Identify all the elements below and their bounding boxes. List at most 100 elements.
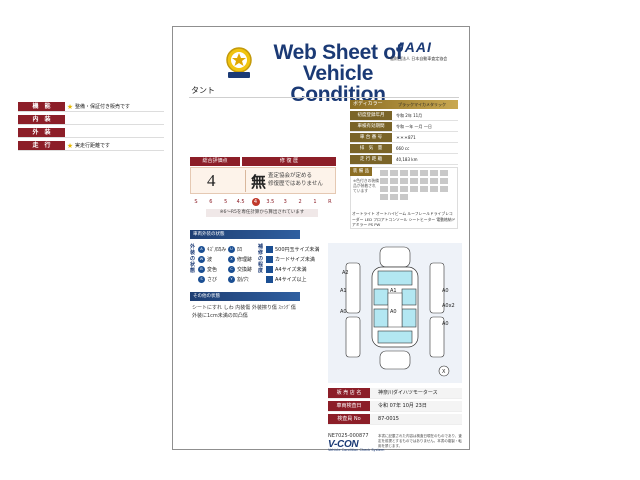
scale-item: 6: [209, 199, 213, 205]
equipment-panel: [350, 167, 458, 229]
scale-item: 2: [298, 199, 302, 205]
note-line: シートにすれ しわ 内装傷 外装擦り傷 ｽｯｼｸﾞ傷: [192, 305, 296, 311]
summary-row-exterior: 外 装: [18, 128, 164, 138]
summary-row-interior: 内 装: [18, 115, 164, 125]
body-color-row: ボディカラー ブラックマイカメタリック: [350, 100, 458, 109]
damage-label: A0: [390, 309, 397, 315]
legend-size-item: A4サイズ未満: [266, 266, 306, 273]
panel-front-right-door: [401, 288, 417, 306]
scale-item: 3: [283, 199, 287, 205]
scale-item: 1: [313, 199, 317, 205]
legend-symbol-icon: C: [228, 266, 235, 273]
dealer-row: 車両検査日 令和 07年 10月 23日: [328, 401, 462, 412]
legend-label: 修理跡: [237, 257, 253, 263]
grade-box: 4 無 査定協会が定める 修復歴ではありません: [190, 167, 336, 194]
legend-symbol-icon: Y: [228, 276, 235, 283]
summary-label: 走 行: [18, 141, 65, 150]
legend-size-item: カードサイズ未満: [266, 256, 315, 263]
equipment-cell: [400, 186, 408, 192]
summary-row-mileage: 走 行 ★ 実走行距離です: [18, 141, 164, 151]
vehicle-model: タント: [191, 86, 215, 95]
damage-label: A1: [390, 288, 397, 294]
legend-symbol-icon: U: [228, 246, 235, 253]
note-line: 外装に1cm未満の凹凸傷: [192, 313, 248, 319]
spec-row: 車検有効期間 令和 一年 一月 一日: [350, 122, 458, 132]
spec-row: 車 台 番 号 ＊＊＊871: [350, 133, 458, 143]
spec-value: ブラックマイカメタリック: [398, 102, 446, 107]
score-label: 総合評価点: [190, 157, 240, 166]
dealer-row: 検査員 No 87-0015: [328, 414, 462, 425]
jaai-logo: JAAI: [396, 39, 432, 55]
equipment-cell: [390, 194, 398, 200]
legend-symbol-icon: B: [198, 266, 205, 273]
damage-diagram: A2 A1 A1 A0 A0 A0 A0x2 A0 X: [328, 243, 462, 383]
jaai-subtitle: 一般財団法人 日本自動車査定協会: [386, 56, 448, 61]
equipment-text: オートライト オートハイビーム ルーフレールドライブレコーダー LED フロアト…: [352, 211, 456, 227]
legend-size-label: A4サイズ未満: [275, 267, 307, 273]
legend-vertical-left: 外装の状態: [190, 244, 196, 274]
v-con-seal-logo: [226, 47, 252, 78]
spec-row: 走 行 距 離 40,183 km: [350, 155, 458, 165]
scale-note: ※6〜R5を専任計算から算出されています: [206, 209, 318, 217]
dealer-value: 87-0015: [370, 414, 462, 424]
disclaimer: 本書に記載された内容は検査日現在のものであり、査定を前提とするものではありません…: [378, 434, 462, 448]
legend-label: 凹: [237, 247, 243, 253]
size-square-icon: [266, 246, 273, 253]
scale-item: S: [194, 199, 198, 205]
equipment-cell: [410, 186, 418, 192]
equipment-cell: [430, 178, 438, 184]
equipment-header: 装 備 品: [350, 167, 372, 176]
size-square-icon: [266, 276, 273, 283]
spec-value: 令和 2年 11月: [396, 113, 423, 118]
damage-label: A0: [442, 321, 449, 327]
spec-label: 初度登録年月: [350, 111, 392, 120]
summary-label: 機 能: [18, 102, 65, 111]
damage-label: A0: [442, 288, 449, 294]
size-square-icon: [266, 256, 273, 263]
equipment-cell: [390, 178, 398, 184]
dealer-label: 検査員 No: [328, 414, 370, 424]
divider: [245, 170, 246, 192]
equipment-cell: [380, 178, 388, 184]
vcon-subtitle: Vehicle Condition Check System: [328, 448, 385, 452]
car-diagram-svg: [345, 246, 450, 377]
legend-label: 割/穴: [237, 277, 249, 283]
sheet-number: NE7025-000877: [328, 433, 369, 439]
dealer-value: 神奈川ダイハツモータース: [370, 388, 462, 398]
equipment-cell: [390, 186, 398, 192]
damage-label: X: [442, 369, 446, 375]
equipment-cell: [400, 170, 408, 176]
repair-text: 査定協会が定める 修復歴ではありません: [268, 173, 323, 187]
dealer-label: 車両検査日: [328, 401, 370, 411]
spec-value: 660 cc: [396, 146, 410, 151]
spec-value: ＊＊＊871: [396, 135, 416, 140]
equipment-cell: [390, 170, 398, 176]
equipment-cell: [440, 178, 448, 184]
equipment-cell: [420, 186, 428, 192]
repair-mark: 無: [251, 175, 267, 191]
vcon-brand: V-CON: [328, 439, 359, 450]
star-icon: ★: [66, 141, 74, 150]
scale-item: 5: [224, 199, 228, 205]
scale-item: 4: [251, 198, 260, 206]
equipment-cell: [400, 194, 408, 200]
dealer-info: 販 売 店 名 神奈川ダイハツモータース 車両検査日 令和 07年 10月 23…: [328, 388, 462, 427]
legend-size-label: A4サイズ以上: [275, 277, 307, 283]
repair-label: 修 復 歴: [242, 157, 336, 166]
legend-label: 交換跡: [237, 267, 253, 273]
equipment-cell: [380, 170, 388, 176]
equipment-cell: [440, 170, 448, 176]
legend-label: 波: [207, 257, 213, 263]
summary-label: 外 装: [18, 128, 65, 137]
scale-item: R: [328, 199, 332, 205]
size-square-icon: [266, 266, 273, 273]
spec-value: 令和 一年 一月 一日: [396, 124, 432, 129]
